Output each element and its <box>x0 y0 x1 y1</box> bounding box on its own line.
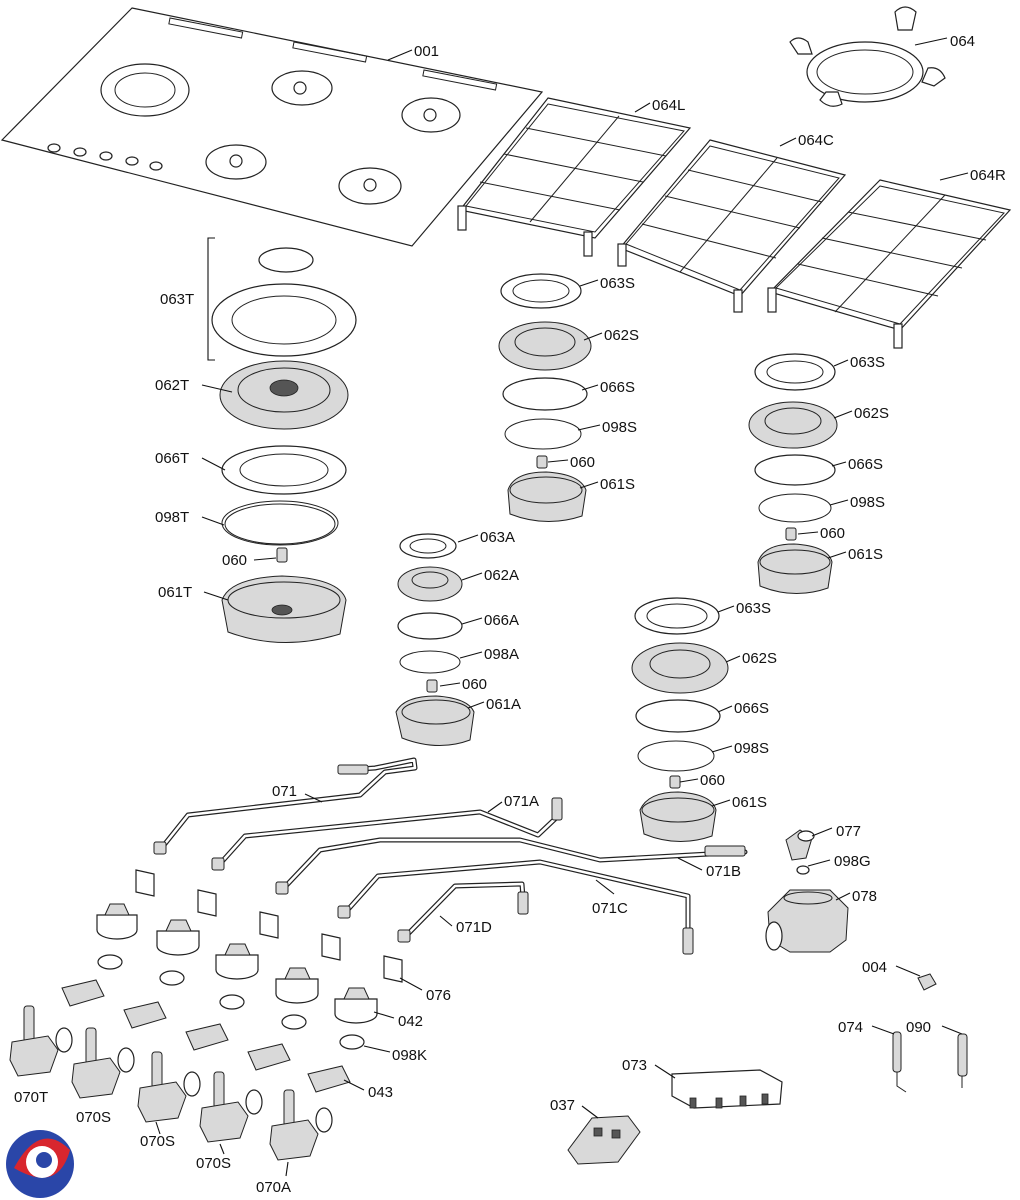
label-098S-1: 098S <box>602 419 637 436</box>
valve-brackets <box>135 869 403 983</box>
label-061S-2: 061S <box>848 546 883 563</box>
gas-pipes <box>153 757 748 955</box>
label-063S-2: 063S <box>850 354 885 371</box>
label-060-1: 060 <box>570 454 595 471</box>
spark-electrode-074 <box>892 1031 907 1093</box>
label-076: 076 <box>426 987 451 1004</box>
label-066S-3: 066S <box>734 700 769 717</box>
label-066T: 066T <box>155 450 189 467</box>
label-098A: 098A <box>484 646 519 663</box>
label-098T: 098T <box>155 509 189 526</box>
label-001: 001 <box>414 43 439 60</box>
hob-top-plate <box>0 7 544 247</box>
label-066A: 066A <box>484 612 519 629</box>
label-071D: 071D <box>456 919 492 936</box>
label-071A: 071A <box>504 793 539 810</box>
label-062S-3: 062S <box>742 650 777 667</box>
burner-stack-semirapid-2 <box>748 353 838 595</box>
gas-valves <box>9 1005 333 1161</box>
control-knobs <box>96 903 378 1050</box>
label-090: 090 <box>906 1019 931 1036</box>
label-066S-2: 066S <box>848 456 883 473</box>
label-004: 004 <box>862 959 887 976</box>
grate-right <box>767 179 1012 349</box>
label-098S-3: 098S <box>734 740 769 757</box>
label-071C: 071C <box>592 900 628 917</box>
grate-center <box>617 139 847 313</box>
wok-ring-support <box>789 6 946 107</box>
microswitches <box>61 979 351 1093</box>
gas-inlet-elbow <box>785 829 815 875</box>
burner-stack-semirapid-1 <box>498 273 592 523</box>
thermocouple-090 <box>957 1033 968 1088</box>
grate-left <box>457 97 692 257</box>
label-062T: 062T <box>155 377 189 394</box>
label-073: 073 <box>622 1057 647 1074</box>
switch-block-037 <box>567 1115 641 1165</box>
burner-stack-semirapid-3 <box>631 597 729 843</box>
label-063S-3: 063S <box>736 600 771 617</box>
label-061S-1: 061S <box>600 476 635 493</box>
clip-004 <box>917 973 937 991</box>
label-063S-1: 063S <box>600 275 635 292</box>
label-042: 042 <box>398 1013 423 1030</box>
label-062S-1: 062S <box>604 327 639 344</box>
label-060-2: 060 <box>820 525 845 542</box>
label-060-3: 060 <box>462 676 487 693</box>
label-071B: 071B <box>706 863 741 880</box>
label-098K: 098K <box>392 1047 427 1064</box>
label-063T: 063T <box>160 291 194 308</box>
label-074: 074 <box>838 1019 863 1036</box>
label-098G: 098G <box>834 853 871 870</box>
label-078: 078 <box>852 888 877 905</box>
brand-logo-icon <box>6 1130 74 1198</box>
label-070T: 070T <box>14 1089 48 1106</box>
label-037: 037 <box>550 1097 575 1114</box>
label-071: 071 <box>272 783 297 800</box>
label-064C: 064C <box>798 132 834 149</box>
label-043: 043 <box>368 1084 393 1101</box>
label-062A: 062A <box>484 567 519 584</box>
label-061T: 061T <box>158 584 192 601</box>
label-077: 077 <box>836 823 861 840</box>
label-070S-1: 070S <box>76 1109 111 1126</box>
label-060-triple: 060 <box>222 552 247 569</box>
label-064R: 064R <box>970 167 1006 184</box>
label-064: 064 <box>950 33 975 50</box>
gas-pressure-regulator <box>765 889 849 953</box>
label-063A: 063A <box>480 529 515 546</box>
label-061A: 061A <box>486 696 521 713</box>
label-070A: 070A <box>256 1179 291 1196</box>
ignition-module-073 <box>671 1069 783 1109</box>
label-064L: 064L <box>652 97 685 114</box>
label-070S-3: 070S <box>196 1155 231 1172</box>
label-070S-2: 070S <box>140 1133 175 1150</box>
label-062S-2: 062S <box>854 405 889 422</box>
label-061S-3: 061S <box>732 794 767 811</box>
burner-stack-auxiliary <box>395 533 475 747</box>
label-066S-1: 066S <box>600 379 635 396</box>
label-098S-2: 098S <box>850 494 885 511</box>
burner-stack-triple <box>211 247 357 644</box>
label-060-4: 060 <box>700 772 725 789</box>
